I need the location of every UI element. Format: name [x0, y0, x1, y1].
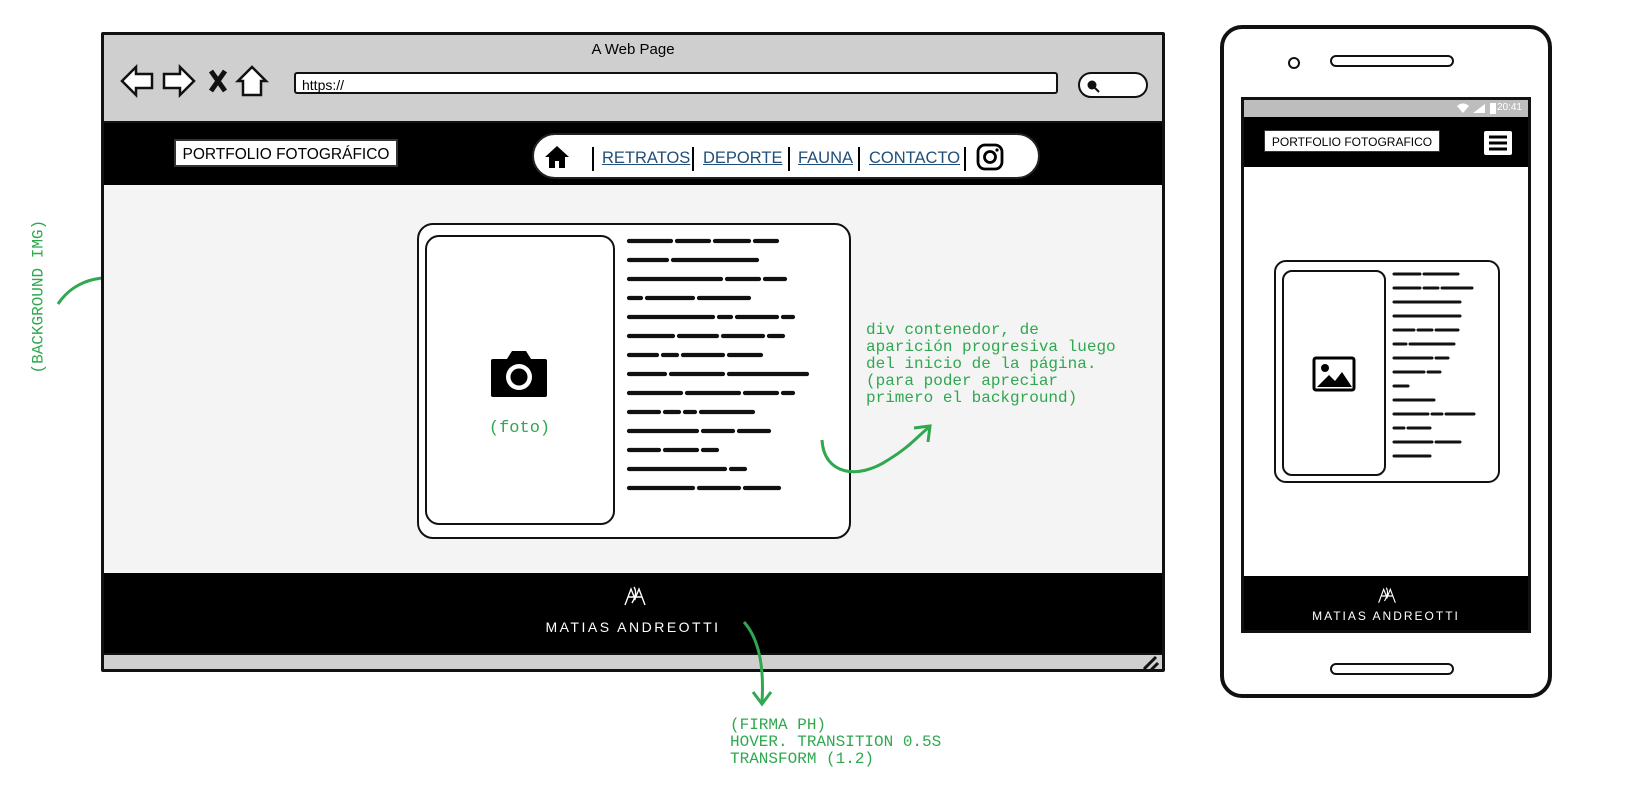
footer-signature-name[interactable]: MATIAS ANDREOTTI: [545, 619, 721, 635]
phone-photo-placeholder: [1282, 270, 1386, 476]
site-header: PORTFOLIO FOTOGRÁFICO RETRATOS DEPORTE F…: [104, 123, 1162, 185]
main-nav: RETRATOS DEPORTE FAUNA CONTACTO: [532, 133, 1040, 179]
url-input[interactable]: https://: [294, 72, 1058, 94]
photo-label: (foto): [488, 419, 551, 438]
nav-link-retratos[interactable]: RETRATOS: [602, 149, 691, 167]
battery-icon: [1490, 103, 1496, 114]
home-icon[interactable]: [544, 145, 570, 169]
phone-footer-signature-name[interactable]: MATIAS ANDREOTTI: [1312, 609, 1460, 623]
phone-site-footer: MATIAS ANDREOTTI: [1244, 576, 1528, 630]
content-card: (foto): [417, 223, 851, 539]
card-annotation: div contenedor, de aparición progresiva …: [866, 321, 1116, 407]
page-viewport: PORTFOLIO FOTOGRÁFICO RETRATOS DEPORTE F…: [104, 121, 1162, 655]
browser-title: A Web Page: [591, 41, 675, 58]
home-icon[interactable]: [234, 65, 270, 97]
instagram-icon[interactable]: [976, 143, 1004, 171]
site-brand[interactable]: PORTFOLIO FOTOGRÁFICO: [174, 139, 398, 167]
signal-icon: [1473, 104, 1485, 113]
phone-content-card: [1274, 260, 1500, 483]
site-footer: MATIAS ANDREOTTI: [104, 573, 1162, 653]
search-icon: [1087, 80, 1100, 93]
forward-arrow-icon[interactable]: [162, 63, 196, 99]
phone-speaker: [1330, 55, 1454, 67]
browser-window: A Web Page https:// PORTFOLIO FOTOGRÁFIC…: [101, 32, 1165, 673]
close-x-icon[interactable]: [208, 69, 228, 93]
nav-link-fauna[interactable]: FAUNA: [798, 149, 854, 167]
nav-link-deporte[interactable]: DEPORTE: [703, 149, 783, 167]
phone-home-button[interactable]: [1330, 663, 1454, 675]
browser-search-button[interactable]: [1078, 72, 1148, 98]
annotation-arrow-icon: [820, 424, 932, 474]
browser-nav-icons: [120, 63, 270, 99]
phone-screen: 20:41 PORTFOLIO FOTOGRAFICO: [1241, 97, 1531, 633]
phone-status-time: 20:41: [1496, 102, 1522, 113]
background-annotation: (BACKGROUND IMG): [29, 219, 48, 374]
phone-mockup: 20:41 PORTFOLIO FOTOGRAFICO: [1220, 25, 1552, 698]
resize-handle-icon[interactable]: [1140, 653, 1160, 673]
image-icon: [1312, 356, 1356, 392]
nav-link-contacto[interactable]: CONTACTO: [869, 149, 961, 167]
phone-site-brand[interactable]: PORTFOLIO FOTOGRAFICO: [1264, 130, 1440, 152]
hamburger-menu-icon[interactable]: [1484, 131, 1512, 155]
phone-status-bar: 20:41: [1244, 100, 1528, 117]
phone-site-header: PORTFOLIO FOTOGRAFICO: [1244, 117, 1528, 167]
photo-placeholder: (foto): [425, 235, 615, 525]
back-arrow-icon[interactable]: [120, 63, 154, 99]
wifi-icon: [1457, 103, 1469, 113]
signature-annotation: (FIRMA PH) HOVER. TRANSITION 0.5S TRANSF…: [730, 716, 942, 768]
signature-logo-icon[interactable]: [1376, 586, 1398, 606]
annotation-arrow-icon: [742, 621, 773, 707]
placeholder-text-scribbles: [626, 238, 810, 491]
phone-placeholder-text-scribbles: [1392, 272, 1476, 458]
signature-logo-icon[interactable]: [622, 585, 648, 609]
camera-icon: [491, 351, 547, 397]
phone-camera: [1288, 57, 1300, 69]
